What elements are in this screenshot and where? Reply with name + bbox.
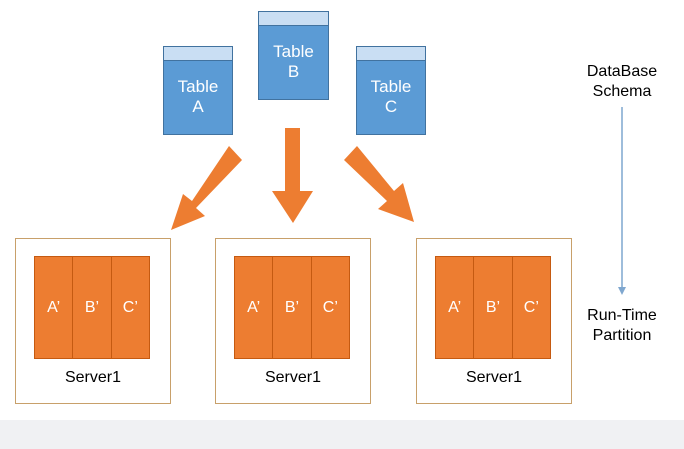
partition-a: A’ <box>436 257 475 358</box>
arrow-middle <box>272 128 313 223</box>
server-label-2: Server1 <box>264 369 322 386</box>
partition-c: C’ <box>322 298 338 316</box>
bottom-band <box>0 420 684 449</box>
arrow-left <box>171 146 242 230</box>
table-a-label: Table A <box>177 77 219 116</box>
partition-b: B’ <box>474 257 513 358</box>
table-c-cap <box>357 47 425 61</box>
table-c-label: Table C <box>370 77 412 116</box>
run-time-partition-label: Run-Time Partition <box>587 307 657 344</box>
partition-group-3: A’ B’ C’ <box>435 256 551 359</box>
table-c: Table C <box>356 46 426 135</box>
connector-arrowhead <box>618 287 626 295</box>
table-a: Table A <box>163 46 233 135</box>
server-box-3: A’ B’ C’ Server1 <box>416 238 572 404</box>
partition-a: A’ <box>235 257 274 358</box>
server-box-1: A’ B’ C’ Server1 <box>15 238 171 404</box>
partition-c: C’ <box>122 298 138 316</box>
database-schema-label: DataBase Schema <box>586 63 658 100</box>
table-b: Table B <box>258 11 329 100</box>
table-b-cap <box>259 12 328 26</box>
server-label-3: Server1 <box>465 369 523 386</box>
server-label-1: Server1 <box>64 369 122 386</box>
partition-b: B’ <box>273 257 312 358</box>
arrows-layer <box>171 107 626 295</box>
partition-c: C’ <box>523 298 539 316</box>
table-a-cap <box>164 47 232 61</box>
partition-group-2: A’ B’ C’ <box>234 256 350 359</box>
partition-group-1: A’ B’ C’ <box>34 256 150 359</box>
diagram-canvas: Table A Table B Table C A’ B’ C’ Server1… <box>0 0 684 420</box>
table-b-label: Table B <box>273 42 314 81</box>
arrow-right <box>344 146 414 222</box>
partition-a: A’ <box>35 257 74 358</box>
partition-b: B’ <box>73 257 112 358</box>
server-box-2: A’ B’ C’ Server1 <box>215 238 371 404</box>
